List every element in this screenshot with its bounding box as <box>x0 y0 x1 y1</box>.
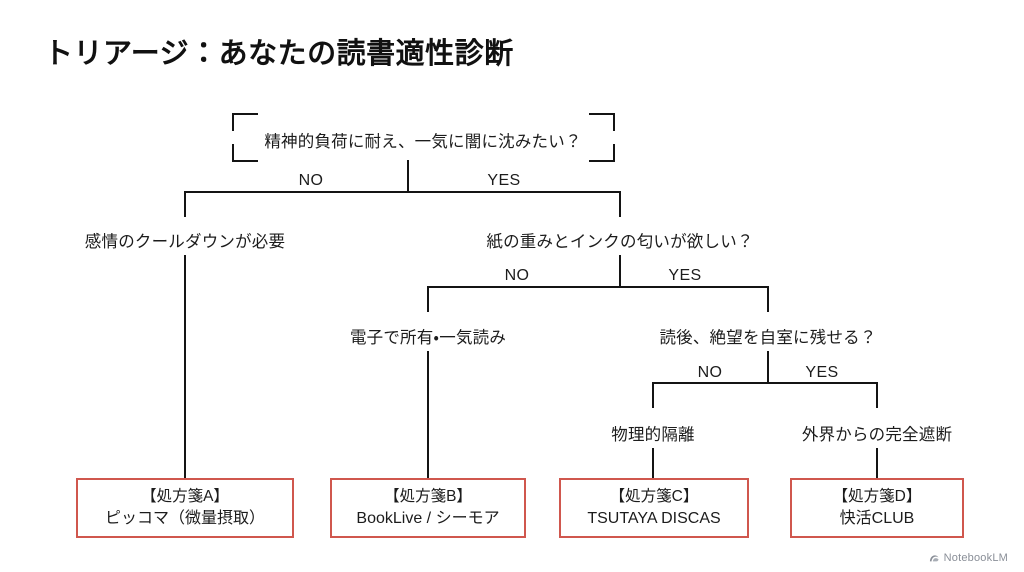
level4-right-label: 外界からの完全遮断 <box>801 426 953 444</box>
level2-branch-label-yes: YES <box>668 267 702 284</box>
level2-right-question-label: 紙の重みとインクの匂いが欲しい？ <box>486 233 754 251</box>
prescription-b-title: 【処方箋B】 <box>384 488 472 506</box>
prescription-b-name: BookLive / シーモア <box>356 509 500 527</box>
level4-right-to-rx-d-line <box>876 448 878 478</box>
root-bracket-bottom-right <box>589 144 615 162</box>
level3-right-drop-line <box>876 382 878 408</box>
level3-left-label: 電子で所有・一気読み <box>349 329 507 347</box>
level2-left-to-rx-a-line <box>184 255 186 478</box>
level4-left-to-rx-c-line <box>652 448 654 478</box>
level3-branch-label-no: NO <box>697 364 723 381</box>
prescription-d-name: 快活CLUB <box>839 509 915 527</box>
notebooklm-watermark-label: NotebookLM <box>943 552 1008 564</box>
prescription-a-title: 【処方箋A】 <box>141 488 229 506</box>
level1-branch-label-yes: YES <box>487 172 521 189</box>
level4-left-label: 物理的隔離 <box>611 426 695 444</box>
level3-right-stem-line <box>767 351 769 382</box>
level3-branch-label-yes: YES <box>805 364 839 381</box>
prescription-box-c[interactable]: 【処方箋C】 TSUTAYA DISCAS <box>559 478 749 538</box>
root-bracket-top-right <box>589 113 615 131</box>
level2-left-label: 感情のクールダウンが必要 <box>84 233 286 251</box>
root-bracket-top-left <box>232 113 258 131</box>
level3-left-to-rx-b-line <box>427 351 429 478</box>
prescription-box-b[interactable]: 【処方箋B】 BookLive / シーモア <box>330 478 526 538</box>
level3-left-drop-line <box>652 382 654 408</box>
prescription-c-name: TSUTAYA DISCAS <box>587 509 721 527</box>
level1-split-line <box>184 191 621 193</box>
page-title: トリアージ：あなたの読書適性診断 <box>44 38 514 70</box>
prescription-box-d[interactable]: 【処方箋D】 快活CLUB <box>790 478 964 538</box>
level1-branch-label-no: NO <box>298 172 324 189</box>
level2-branch-label-no: NO <box>504 267 530 284</box>
root-bracket-bottom-left <box>232 144 258 162</box>
prescription-box-a[interactable]: 【処方箋A】 ピッコマ（微量摂取） <box>76 478 294 538</box>
notebooklm-watermark: NotebookLM <box>929 552 1008 564</box>
level1-left-drop-line <box>184 191 186 217</box>
level2-left-drop-line <box>427 286 429 312</box>
level3-right-question-label: 読後、絶望を自室に残せる？ <box>659 329 877 347</box>
root-stem-line <box>407 160 409 192</box>
level3-split-line <box>652 382 878 384</box>
level2-split-line <box>427 286 768 288</box>
prescription-a-name: ピッコマ（微量摂取） <box>104 509 265 527</box>
root-question-label: 精神的負荷に耐え、一気に闇に沈みたい？ <box>264 133 582 151</box>
level1-right-drop-line <box>619 191 621 217</box>
prescription-d-title: 【処方箋D】 <box>832 488 922 506</box>
level2-right-stem-line <box>619 255 621 286</box>
prescription-c-title: 【処方箋C】 <box>609 488 699 506</box>
level2-right-drop-line <box>767 286 769 312</box>
notebooklm-logo-icon <box>929 553 940 564</box>
